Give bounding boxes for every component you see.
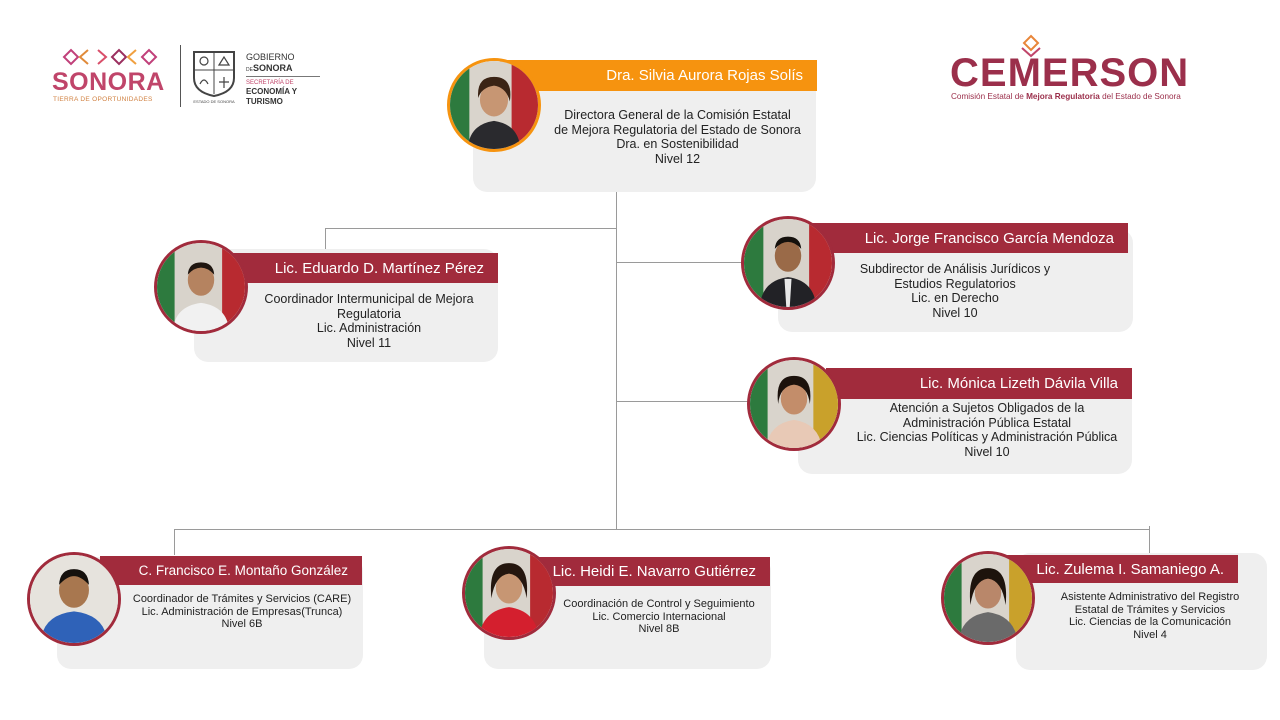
description-line: Nivel 10 [964,444,1010,459]
person-avatar-icon [744,219,832,307]
gov-logo-rule [246,76,320,77]
node-description: Coordinador Intermunicipal de Mejora Reg… [248,292,490,350]
description-line: de Mejora Regulatoria del Estado de Sono… [554,122,801,137]
description-line: Nivel 4 [1133,628,1167,641]
description-line: Nivel 10 [932,305,978,320]
description-line: Estudios Regulatorios [894,276,1016,291]
cemerson-logo: CEMERSON Comisión Estatal de Mejora Regu… [950,34,1212,106]
person-avatar-icon [944,554,1032,642]
person-photo [941,551,1035,645]
person-avatar-icon [157,243,245,331]
sonora-pattern-icon [62,48,158,66]
description-line: Lic. Administración de Empresas(Trunca) [141,605,343,618]
description-line: Nivel 8B [638,623,680,636]
description-line: Administración Pública Estatal [902,415,1072,430]
node-name-bar: Lic. Zulema I. Samaniego A. [1000,555,1238,583]
state-seal-icon [193,51,235,98]
cemerson-emblem-icon [1021,34,1041,58]
government-logo-text: GOBIERNO DESONORA SECRETARÍA DE ECONOMÍA… [246,52,326,107]
description-line: Lic. Comercio Internacional [592,610,726,623]
description-line: Lic. en Derecho [911,291,999,305]
node-name-bar: Lic. Heidi E. Navarro Gutiérrez [516,557,770,586]
gov-line-gobierno: GOBIERNO [246,52,295,62]
connector-eduardo-drop [325,228,326,250]
person-photo [462,546,556,640]
node-description: Coordinador de Trámites y Servicios (CAR… [120,593,364,631]
connector-to-jorge [616,262,742,263]
node-description: Asistente Administrativo del Registro Es… [1040,591,1260,641]
node-description: Subdirector de Análisis Jurídicos y Estu… [830,262,1080,320]
description-line: Estatal de Trámites y Servicios [1074,603,1226,616]
node-description: Coordinación de Control y Seguimiento Li… [548,598,770,636]
person-name: C. Francisco E. Montaño González [138,563,348,578]
person-photo [154,240,248,334]
person-name: Lic. Zulema I. Samaniego A. [1036,560,1224,578]
person-name: Lic. Jorge Francisco García Mendoza [864,229,1114,247]
description-line: Coordinación de Control y Seguimiento [563,598,755,610]
description-line: Regulatoria [337,306,401,321]
description-line: Nivel 11 [346,335,392,350]
state-seal-caption: ESTADO DE SONORA [193,99,235,104]
connector-to-eduardo [325,228,616,229]
cemerson-subtitle-post: del Estado de Sonora [1099,92,1181,101]
person-name: Lic. Eduardo D. Martínez Pérez [274,259,484,277]
description-line: Nivel 6B [221,618,263,631]
gov-line-sonora: SONORA [252,63,293,73]
person-name: Dra. Silvia Aurora Rojas Solís [606,67,803,84]
person-avatar-icon [450,61,538,149]
description-line: Lic. Ciencias de la Comunicación [1068,616,1232,629]
description-line: Nivel 12 [654,151,701,166]
node-description: Directora General de la Comisión Estatal… [540,108,815,166]
description-line: Directora General de la Comisión Estatal [564,108,791,122]
connector-main-trunk [616,192,617,530]
gov-line-secretaria: SECRETARÍA DE [246,80,294,86]
cemerson-subtitle: Comisión Estatal de Mejora Regulatoria d… [951,92,1181,101]
gov-line-de: DE [246,67,253,73]
state-seal: ESTADO DE SONORA [190,48,238,106]
node-name-bar: Lic. Eduardo D. Martínez Pérez [226,253,498,283]
connector-bottom-bus [174,529,1150,530]
description-line: Lic. Administración [316,321,422,335]
person-photo [447,58,541,152]
connector-to-monica [616,401,748,402]
gov-line-economia: ECONOMÍA Y [246,87,298,96]
person-photo [747,357,841,451]
description-line: Asistente Administrativo del Registro [1060,591,1240,603]
description-line: Coordinador Intermunicipal de Mejora [264,292,474,306]
description-line: Subdirector de Análisis Jurídicos y [859,262,1051,276]
node-description: Atención a Sujetos Obligados de la Admin… [842,401,1132,459]
node-name-bar: Lic. Jorge Francisco García Mendoza [808,223,1128,253]
node-name-bar: C. Francisco E. Montaño González [100,556,362,585]
cemerson-subtitle-bold: Mejora Regulatoria [1026,92,1100,101]
person-photo [741,216,835,310]
description-line: Coordinador de Trámites y Servicios (CAR… [132,593,352,605]
sonora-logo: SONORA TIERRA DE OPORTUNIDADES [50,46,175,106]
node-name-bar: Dra. Silvia Aurora Rojas Solís [500,60,817,91]
sonora-tagline: TIERRA DE OPORTUNIDADES [53,96,153,103]
description-line: Dra. en Sostenibilidad [616,137,739,151]
gov-line-turismo: TURISMO [246,97,283,106]
person-avatar-icon [30,555,118,643]
description-line: Lic. Ciencias Políticas y Administración… [856,430,1118,444]
logo-divider [180,45,181,107]
node-name-bar: Lic. Mónica Lizeth Dávila Villa [826,368,1132,399]
cemerson-wordmark: CEMERSON [950,51,1190,95]
description-line: Atención a Sujetos Obligados de la [889,401,1085,415]
sonora-wordmark: SONORA [52,68,165,96]
cemerson-subtitle-pre: Comisión Estatal de [951,92,1027,101]
person-photo [27,552,121,646]
person-avatar-icon [465,549,553,637]
connector-zulema-drop [1149,526,1150,556]
person-avatar-icon [750,360,838,448]
person-name: Lic. Heidi E. Navarro Gutiérrez [552,563,756,580]
connector-francisco-drop [174,529,175,555]
person-name: Lic. Mónica Lizeth Dávila Villa [919,375,1118,392]
